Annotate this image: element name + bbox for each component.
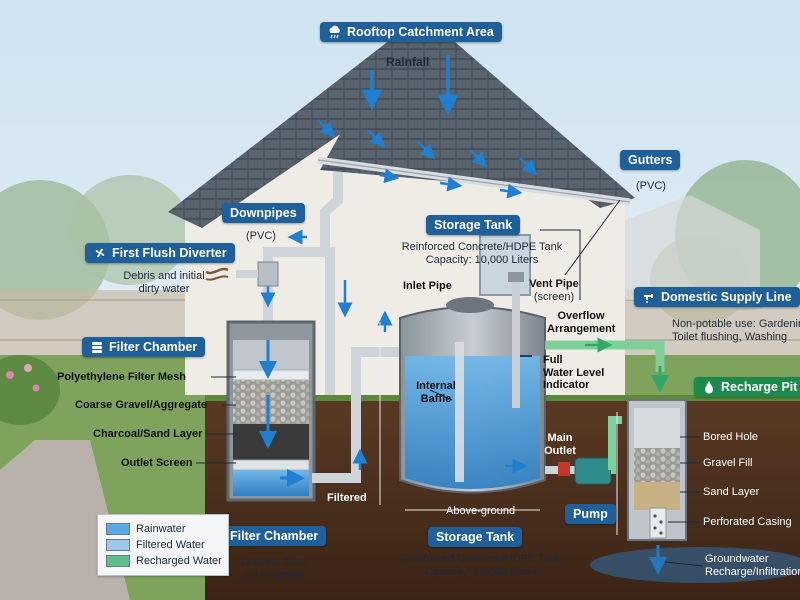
coarse-gravel-label: Coarse Gravel/Aggregate <box>75 399 207 412</box>
overflow-line-1: Overflow <box>547 310 615 323</box>
callout-filter-chamber-side-text: Filter Chamber <box>109 340 197 354</box>
callout-filter-chamber-bottom: Filter Chamber <box>222 526 326 546</box>
bored-hole-label: Bored Hole <box>703 431 758 444</box>
rainfall-label: Rainfall <box>386 56 429 70</box>
faucet-icon <box>642 290 656 304</box>
groundwater-label: Groundwater Recharge/Infiltration <box>705 553 800 578</box>
filter-bottom-sub-line-2: silt removed <box>228 569 320 582</box>
filter-bottom-sub: Leaves, dust, silt removed <box>228 556 320 581</box>
overflow-line-2: Arrangement <box>547 323 615 336</box>
water-level-line-1: Water Level <box>543 367 604 380</box>
legend-swatch-filtered-water <box>106 539 130 551</box>
full-label: Full <box>543 354 604 367</box>
legend-swatch-recharged-water <box>106 555 130 567</box>
water-level-line-2: Indicator <box>543 379 604 392</box>
water-level-label: Full Water Level Indicator <box>543 354 604 392</box>
callout-pump-text: Pump <box>573 507 608 521</box>
cloud-rain-icon <box>328 25 342 39</box>
callout-storage-tank-bottom: Storage Tank <box>428 527 522 547</box>
callout-first-flush-text: First Flush Diverter <box>112 246 227 260</box>
domestic-sub-line-1: Non-potable use: Gardening, <box>672 318 800 331</box>
filter-layers-icon <box>90 340 104 354</box>
water-drop-icon <box>702 380 716 394</box>
filter-bottom-sub-line-1: Leaves, dust, <box>228 556 320 569</box>
gravel-fill-label: Gravel Fill <box>703 457 753 470</box>
internal-baffle-line-2: Baffle <box>412 393 460 406</box>
callout-downpipes-text: Downpipes <box>230 206 297 220</box>
callout-pump: Pump <box>565 504 616 524</box>
callout-rooftop-catchment: Rooftop Catchment Area <box>320 22 502 42</box>
legend-swatch-rainwater <box>106 523 130 535</box>
legend: Rainwater Filtered Water Recharged Water <box>97 514 229 576</box>
filter-chamber-vessel <box>228 322 314 500</box>
charcoal-sand-label: Charcoal/Sand Layer <box>93 428 202 441</box>
overflow-label: Overflow Arrangement <box>547 310 615 335</box>
main-outlet-line-1: Main <box>540 432 580 445</box>
filter-mesh-label: Polyethylene Filter Mesh <box>57 371 186 384</box>
groundwater-line-2: Recharge/Infiltration <box>705 566 800 579</box>
callout-first-flush: First Flush Diverter <box>85 243 235 263</box>
tank-top-sub-line-2: Capacity: 10,000 Liters <box>396 254 568 267</box>
first-flush-sub-line-2: dirty water <box>118 283 210 296</box>
first-flush-sub-line-1: Debris and initial <box>118 270 210 283</box>
legend-label-filtered-water: Filtered Water <box>136 539 205 551</box>
gutters-sub-label: (PVC) <box>636 180 666 193</box>
tank-top-sub: Reinforced Concrete/HDPE Tank Capacity: … <box>396 241 568 266</box>
callout-recharge-pit: Recharge Pit <box>694 377 800 397</box>
legend-item-filtered-water: Filtered Water <box>106 539 222 551</box>
legend-item-rainwater: Rainwater <box>106 523 222 535</box>
sand-layer-label: Sand Layer <box>703 486 759 499</box>
perforated-casing-label: Perforated Casing <box>703 516 792 529</box>
vent-pipe-label: Vent Pipe (screen) <box>524 278 584 303</box>
callout-storage-tank-top: Storage Tank <box>426 215 520 235</box>
tank-top-sub-line-1: Reinforced Concrete/HDPE Tank <box>396 241 568 254</box>
fan-icon <box>93 246 107 260</box>
callout-gutters-text: Gutters <box>628 153 672 167</box>
callout-rooftop-catchment-text: Rooftop Catchment Area <box>347 25 494 39</box>
downpipes-sub-label: (PVC) <box>246 230 276 243</box>
callout-filter-chamber-bottom-text: Filter Chamber <box>230 529 318 543</box>
main-outlet-line-2: Outlet <box>540 445 580 458</box>
legend-label-rainwater: Rainwater <box>136 523 186 535</box>
callout-domestic-supply: Domestic Supply Line <box>634 287 800 307</box>
main-outlet-label: Main Outlet <box>540 432 580 457</box>
above-ground-label: Above-ground <box>446 505 515 518</box>
callout-gutters: Gutters <box>620 150 680 170</box>
callout-filter-chamber-side: Filter Chamber <box>82 337 205 357</box>
groundwater-line-1: Groundwater <box>705 553 800 566</box>
callout-downpipes: Downpipes <box>222 203 305 223</box>
vent-pipe-sub: (screen) <box>524 291 584 304</box>
callout-storage-tank-bottom-text: Storage Tank <box>436 530 514 544</box>
tank-bottom-sub-line-1: Reinforced Concrete/HDPE Tank <box>395 553 567 566</box>
callout-domestic-supply-text: Domestic Supply Line <box>661 290 792 304</box>
tank-bottom-sub-line-2: Capacity: 10,000 Liters <box>395 566 567 579</box>
inlet-pipe-label: Inlet Pipe <box>403 280 452 293</box>
domestic-sub: Non-potable use: Gardening, Toilet flush… <box>672 318 800 343</box>
vent-pipe-title: Vent Pipe <box>524 278 584 291</box>
internal-baffle-label: Internal Baffle <box>412 380 460 405</box>
callout-storage-tank-top-text: Storage Tank <box>434 218 512 232</box>
callout-recharge-pit-text: Recharge Pit <box>721 380 797 394</box>
filtered-label: Filtered <box>327 492 367 505</box>
tank-bottom-sub: Reinforced Concrete/HDPE Tank Capacity: … <box>395 553 567 578</box>
legend-label-recharged-water: Recharged Water <box>136 555 222 567</box>
domestic-sub-line-2: Toilet flushing, Washing <box>672 331 800 344</box>
first-flush-sub: Debris and initial dirty water <box>118 270 210 295</box>
legend-item-recharged-water: Recharged Water <box>106 555 222 567</box>
outlet-screen-label: Outlet Screen <box>121 457 193 470</box>
internal-baffle-line-1: Internal <box>412 380 460 393</box>
